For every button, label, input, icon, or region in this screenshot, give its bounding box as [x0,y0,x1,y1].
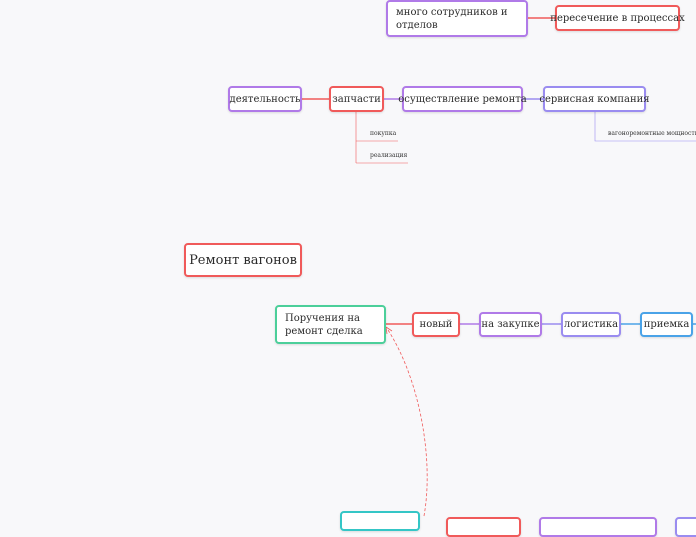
link-parts-subitems [355,112,408,164]
node-new[interactable]: новый [412,312,460,337]
node-repair[interactable]: осуществление ремонта [398,86,527,112]
subnode-buy[interactable]: покупка [370,130,397,137]
node-logistics[interactable]: логистика [561,312,621,337]
node-orders[interactable]: Поручения на ремонт сделка [275,305,386,344]
node-staff[interactable]: много сотрудников и отделов [386,0,528,37]
central-topic[interactable]: Ремонт вагонов [184,243,302,277]
node-bottom-teal[interactable] [340,511,420,531]
node-activity[interactable]: деятельность [228,86,302,112]
node-bottom-red[interactable] [446,517,521,537]
subnode-sell[interactable]: реализация [370,152,408,159]
node-bottom-violet[interactable] [675,517,696,537]
connector-lines [302,17,696,517]
subnode-capacity[interactable]: вагоноремонтные мощности [608,130,696,137]
dashed-arrowhead [385,326,393,335]
dashed-relationship-link [387,329,428,517]
link-service-capacity [594,112,696,142]
node-acceptance[interactable]: приемка [640,312,693,337]
node-parts[interactable]: запчасти [329,86,384,112]
node-purchase[interactable]: на закупке [479,312,542,337]
node-service[interactable]: сервисная компания [539,86,650,112]
node-bottom-purple[interactable] [539,517,657,537]
node-overlap[interactable]: пересечение в процессах [550,5,685,31]
